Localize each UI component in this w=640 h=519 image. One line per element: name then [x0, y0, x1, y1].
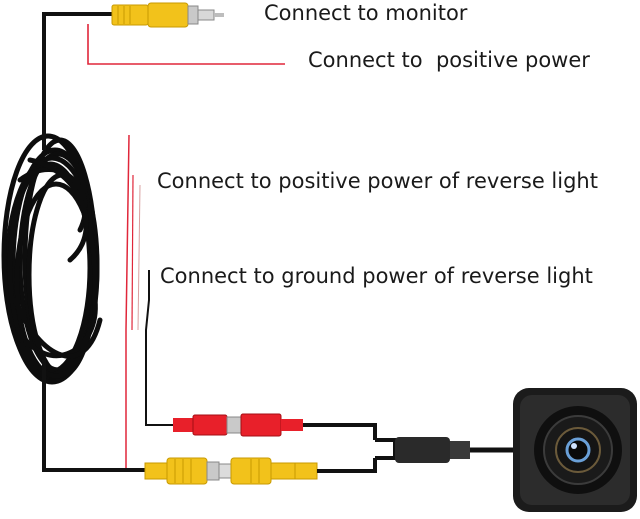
camera: [513, 388, 637, 512]
label-connect-monitor: Connect to monitor: [264, 1, 468, 25]
coiled-cable: [1, 133, 103, 385]
cable-splitter: [375, 437, 515, 463]
monitor-cable: [42, 12, 112, 150]
lower-main-cable: [42, 360, 145, 472]
monitor-rca-connector: [111, 2, 224, 28]
yellow-rca-connector: [144, 457, 318, 485]
label-connect-positive-power: Connect to positive power: [308, 48, 590, 72]
yellow-connector-cable: [317, 458, 377, 473]
label-connect-reverse-positive: Connect to positive power of reverse lig…: [157, 169, 598, 193]
red-connector-cable: [303, 423, 377, 440]
positive-power-wire: [87, 24, 285, 65]
red-rca-connector: [173, 413, 303, 437]
label-connect-reverse-ground: Connect to ground power of reverse light: [160, 264, 593, 288]
